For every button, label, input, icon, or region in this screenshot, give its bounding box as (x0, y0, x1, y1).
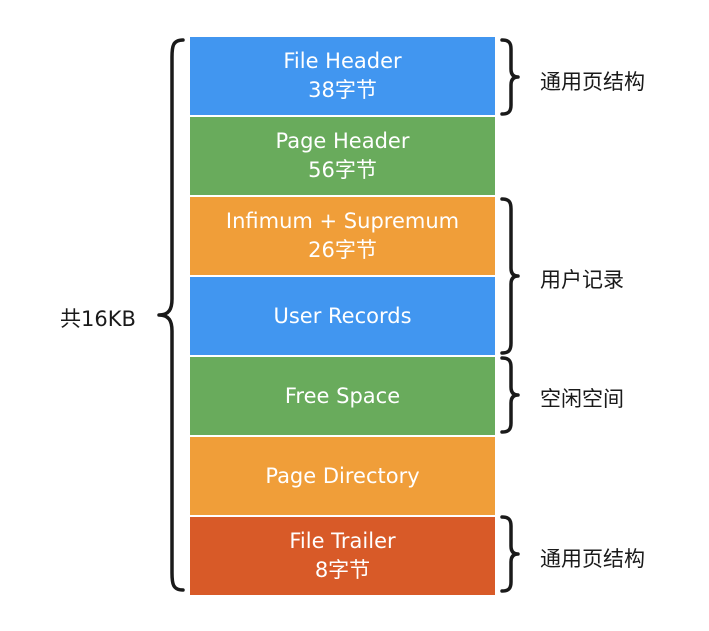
group-label-general-structure-trailer: 通用页结构 (540, 547, 645, 571)
block-size: 26字节 (308, 238, 377, 262)
block-title: User Records (273, 303, 412, 328)
block-infimum-supremum: Infimum + Supremum 26字节 (190, 197, 495, 277)
block-size: 38字节 (308, 78, 377, 102)
group-label-general-structure: 通用页结构 (540, 70, 645, 94)
block-title: Page Directory (265, 463, 420, 488)
block-page-header: Page Header 56字节 (190, 117, 495, 197)
block-title: Free Space (284, 383, 401, 408)
block-size: 8字节 (314, 558, 371, 582)
total-size-label: 共16KB (60, 307, 136, 331)
block-user-records: User Records (190, 277, 495, 357)
general-structure-trailer-brace-icon (500, 515, 520, 593)
total-brace-icon (157, 38, 185, 592)
block-page-directory: Page Directory (190, 437, 495, 517)
block-title: Infimum + Supremum (225, 209, 460, 233)
block-free-space: Free Space (190, 357, 495, 437)
block-file-header: File Header 38字节 (190, 37, 495, 117)
block-size: 56字节 (308, 158, 377, 182)
block-title: Page Header (275, 129, 410, 153)
free-space-brace-icon (500, 356, 520, 434)
page-structure-stack: File Header 38字节 Page Header 56字节 Infimu… (190, 37, 495, 595)
group-label-user-records: 用户记录 (540, 268, 624, 292)
block-title: File Header (283, 49, 402, 73)
user-records-brace-icon (500, 197, 520, 355)
general-structure-brace-icon (500, 38, 520, 116)
block-file-trailer: File Trailer 8字节 (190, 517, 495, 595)
group-label-free-space: 空闲空间 (540, 387, 624, 411)
block-title: File Trailer (289, 529, 396, 553)
